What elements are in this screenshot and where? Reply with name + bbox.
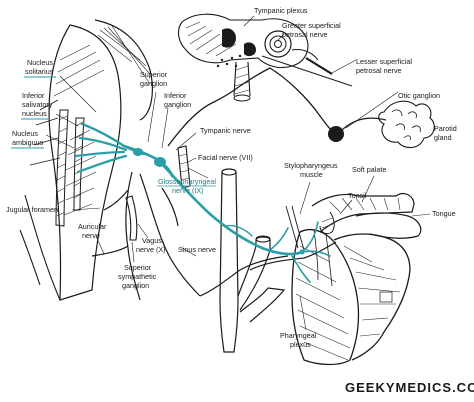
label-inferior-salivatory-2: salivatory bbox=[22, 100, 53, 109]
leader-lines bbox=[45, 15, 431, 331]
ear-illustration bbox=[177, 13, 353, 102]
label-tonsil: Tonsil bbox=[348, 191, 367, 200]
labels: Tympanic plexus Greater superficial petr… bbox=[6, 6, 457, 349]
label-glossopharyngeal-1: Glossopharyngeal bbox=[158, 177, 216, 186]
label-parotid-1: Parotid bbox=[434, 124, 457, 133]
label-auricular-2: nerve bbox=[82, 231, 100, 240]
label-greater-superficial-1: Greater superficial bbox=[282, 21, 341, 30]
label-tympanic-nerve: Tympanic nerve bbox=[200, 126, 251, 135]
label-superior-sympathetic-2: sympathetic bbox=[118, 272, 157, 281]
label-sinus-nerve: Sinus nerve bbox=[178, 245, 216, 254]
label-tympanic-plexus: Tympanic plexus bbox=[254, 6, 308, 15]
vessels-illustration bbox=[219, 168, 286, 353]
label-nucleus-ambiguus-2: ambiguus bbox=[12, 138, 44, 147]
label-nucleus-solitarius-1: Nucleus bbox=[27, 58, 53, 67]
label-tongue: Tongue bbox=[432, 209, 456, 218]
label-inferior-salivatory-3: nucleus bbox=[22, 109, 47, 118]
label-greater-superficial-2: petrosal nerve bbox=[282, 30, 328, 39]
label-auricular-1: Auricular bbox=[78, 222, 107, 231]
parotid-gland-illustration bbox=[328, 100, 435, 149]
label-jugular-foramen: Jugular foramen bbox=[6, 205, 58, 214]
brainstem-illustration bbox=[19, 19, 153, 301]
label-lesser-superficial-1: Lesser superficial bbox=[356, 57, 412, 66]
label-vagus-2: nerve (X) bbox=[136, 245, 166, 254]
label-superior-ganglion-2: ganglion bbox=[140, 79, 167, 88]
label-inferior-ganglion-2: ganglion bbox=[164, 100, 191, 109]
label-soft-palate: Soft palate bbox=[352, 165, 386, 174]
label-parotid-2: gland bbox=[434, 133, 452, 142]
glossopharyngeal-ganglia bbox=[133, 148, 305, 255]
label-superior-ganglion-1: Superior bbox=[140, 70, 168, 79]
label-glossopharyngeal-2: nerve (IX) bbox=[172, 186, 204, 195]
stylopharyngeus-muscle bbox=[285, 205, 305, 251]
watermark-text: GEEKYMEDICS.COM bbox=[345, 380, 474, 395]
label-facial-nerve: Facial nerve (VII) bbox=[198, 153, 253, 162]
label-lesser-superficial-2: petrosal nerve bbox=[356, 66, 402, 75]
label-superior-sympathetic-3: ganglion bbox=[122, 281, 149, 290]
label-stylopharyngeus-1: Stylopharyngeus bbox=[284, 161, 338, 170]
label-pharyngeal-plexus-2: plexus bbox=[290, 340, 311, 349]
label-inferior-salivatory-1: Inferior bbox=[22, 91, 45, 100]
label-pharyngeal-plexus-1: Pharyngeal bbox=[280, 331, 317, 340]
label-otic-ganglion: Otic ganglion bbox=[398, 91, 440, 100]
superior-sympathetic-ganglion bbox=[125, 195, 138, 241]
label-vagus-1: Vagus bbox=[142, 236, 162, 245]
label-superior-sympathetic-1: Superior bbox=[124, 263, 152, 272]
label-nucleus-solitarius-2: solitarius bbox=[25, 67, 54, 76]
label-nucleus-ambiguus-1: Nucleus bbox=[12, 129, 38, 138]
black-nerve-branches bbox=[91, 171, 337, 301]
label-stylopharyngeus-2: muscle bbox=[300, 170, 323, 179]
label-inferior-ganglion-1: Inferior bbox=[164, 91, 187, 100]
tympanic-nerve-path bbox=[167, 67, 337, 147]
